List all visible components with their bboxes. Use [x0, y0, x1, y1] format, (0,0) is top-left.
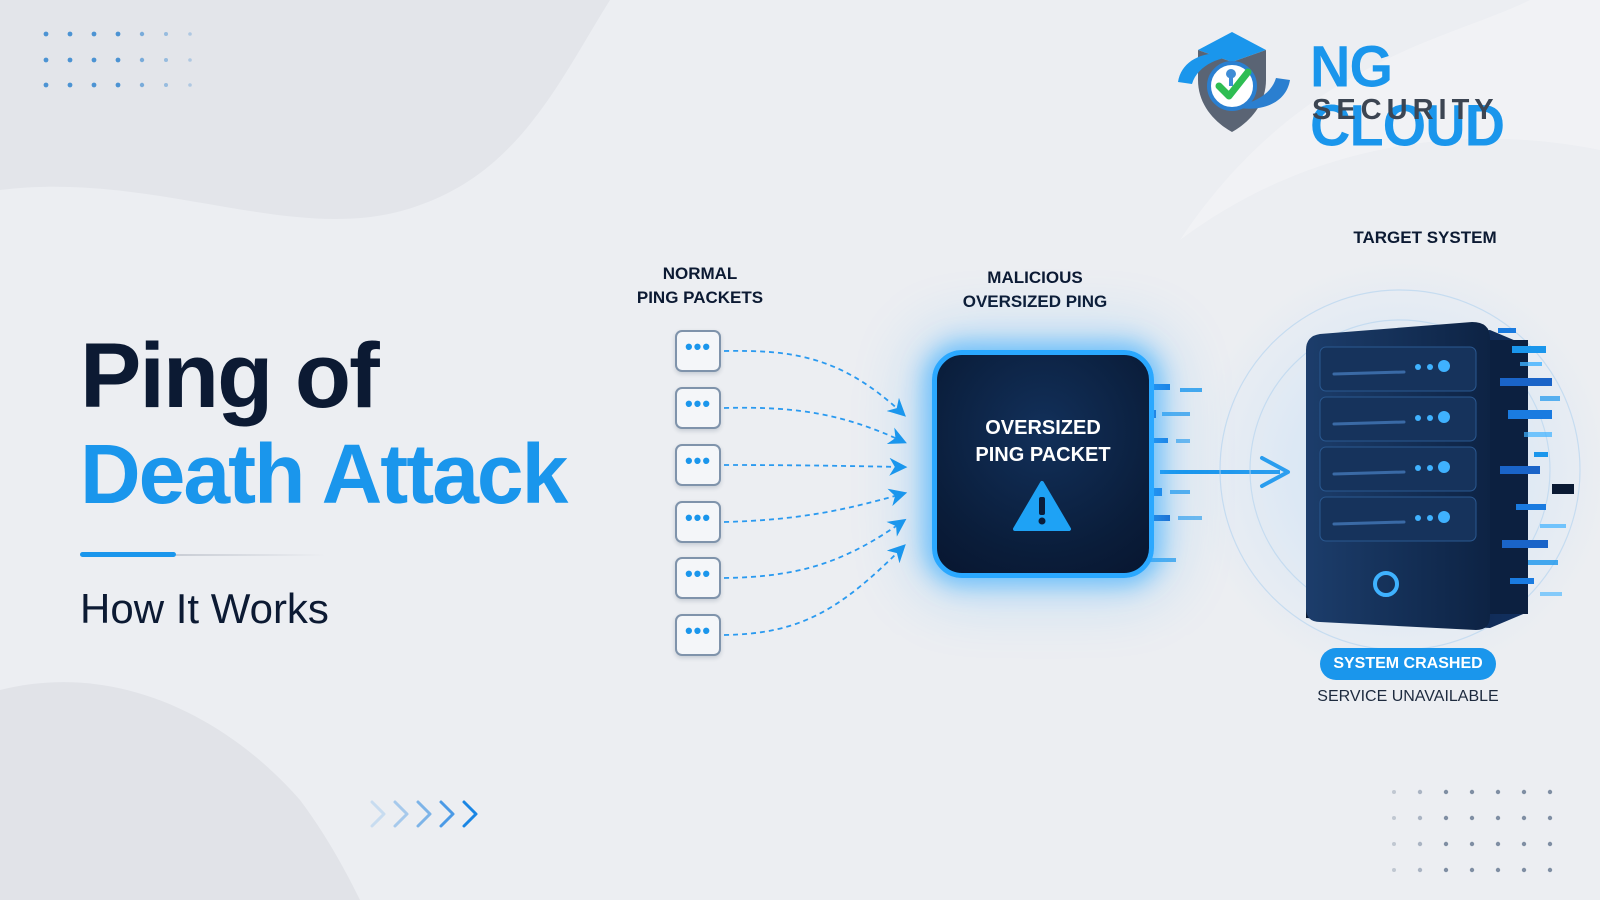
ping-packet: ••• — [675, 501, 721, 543]
dots-icon: ••• — [684, 618, 712, 643]
oversized-packet-text: OVERSIZED PING PACKET — [940, 415, 1146, 469]
connector-1 — [723, 349, 906, 417]
chevrons-icon — [370, 800, 478, 828]
logo-name-line-1: NG CLOUD — [1310, 33, 1505, 158]
status-subtext: SERVICE UNAVAILABLE — [1317, 688, 1499, 705]
warning-icon — [1013, 481, 1071, 531]
bg-shape-top — [0, 0, 610, 219]
bg-shape-bottom — [0, 682, 360, 900]
dots-icon: ••• — [684, 391, 712, 416]
ping-packet: ••• — [675, 387, 721, 429]
malicious-ping-label: MALICIOUS OVERSIZED PING — [930, 266, 1140, 314]
server-icon — [1306, 322, 1528, 630]
dots-icon: ••• — [684, 561, 712, 586]
malicious-label-line-2: OVERSIZED PING — [962, 292, 1108, 311]
packet-connectors — [723, 349, 908, 636]
dot-grid-bottom-right — [1392, 789, 1553, 873]
target-system-label: TARGET SYSTEM — [1353, 228, 1497, 247]
ping-packet: ••• — [675, 557, 721, 599]
packet-text-line-1: OVERSIZED — [985, 417, 1101, 439]
normal-label-line-1: NORMAL — [662, 264, 738, 283]
shield-check-icon — [1178, 32, 1290, 132]
dots-icon: ••• — [684, 505, 712, 530]
title-underline — [176, 554, 326, 556]
title-underline-accent — [80, 552, 176, 557]
malicious-label-line-1: MALICIOUS — [987, 268, 1083, 287]
logo-name-line-2: SECURITY — [1312, 94, 1499, 126]
bg-shape-right — [1180, 0, 1600, 240]
oversized-packet-box — [932, 350, 1154, 578]
title-line-1: Ping of — [80, 325, 380, 427]
packet-text-line-2: PING PACKET — [975, 444, 1111, 466]
status-badge: SYSTEM CRASHED — [1320, 648, 1496, 680]
dots-icon: ••• — [684, 448, 712, 473]
normal-label-line-2: PING PACKETS — [636, 288, 764, 307]
dots-icon: ••• — [684, 334, 712, 359]
dot-grid-top-left — [43, 31, 192, 88]
server-glitch — [1498, 328, 1574, 596]
ping-packet: ••• — [675, 330, 721, 372]
title-line-2: Death Attack — [80, 427, 568, 521]
subtitle: How It Works — [80, 585, 329, 632]
ping-packet: ••• — [675, 444, 721, 486]
normal-packets-label: NORMAL PING PACKETS — [610, 262, 790, 310]
ping-packet: ••• — [675, 614, 721, 656]
